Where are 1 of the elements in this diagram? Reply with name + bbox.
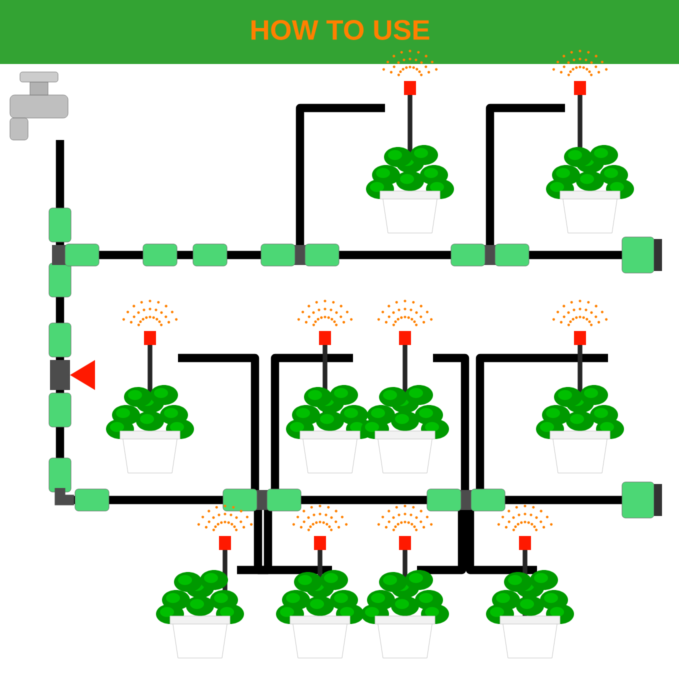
title: HOW TO USE [252,20,430,40]
